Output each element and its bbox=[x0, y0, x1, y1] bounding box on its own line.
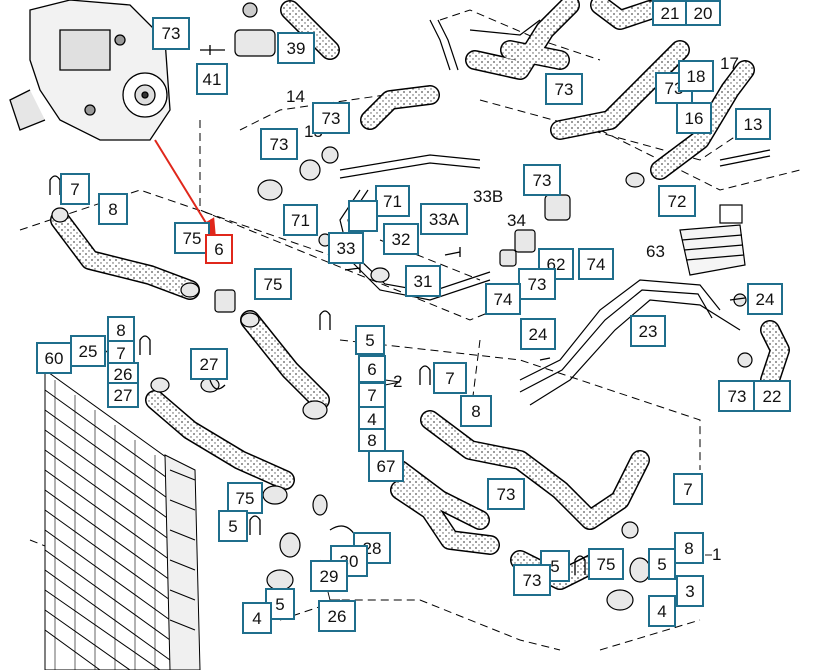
oil-cooler bbox=[679, 204, 746, 276]
radiator bbox=[44, 369, 201, 670]
callout-34: 34 bbox=[507, 211, 526, 230]
callout-75: 75 bbox=[174, 222, 210, 254]
callout-29: 29 bbox=[310, 560, 348, 592]
callout-16: 16 bbox=[676, 102, 712, 134]
callout-60: 60 bbox=[36, 342, 72, 374]
callout-73: 73 bbox=[518, 268, 556, 300]
callout-33a: 33A bbox=[420, 203, 468, 235]
callout-20: 20 bbox=[685, 0, 721, 26]
callout-73: 73 bbox=[312, 102, 350, 134]
callout-8: 8 bbox=[107, 316, 135, 344]
callout-17: 17 bbox=[720, 54, 739, 73]
small-fittings bbox=[51, 2, 753, 611]
callout-25: 25 bbox=[70, 335, 106, 367]
callout-73: 73 bbox=[487, 478, 525, 510]
callout-71: 71 bbox=[375, 185, 410, 217]
callout-1: 1 bbox=[712, 545, 722, 564]
callout-33b: 33B bbox=[473, 187, 504, 206]
callout-8: 8 bbox=[358, 428, 386, 452]
callout-39: 39 bbox=[277, 32, 315, 64]
callout-75: 75 bbox=[254, 268, 292, 300]
callout-5: 5 bbox=[355, 325, 385, 355]
callout-33: 33 bbox=[328, 232, 364, 264]
callout-73: 73 bbox=[513, 564, 551, 596]
callout-7: 7 bbox=[433, 362, 467, 394]
callout-22: 22 bbox=[753, 380, 791, 412]
callout-23: 23 bbox=[630, 315, 666, 347]
callout-74: 74 bbox=[485, 283, 521, 315]
callout-73: 73 bbox=[718, 380, 756, 412]
callout-41: 41 bbox=[196, 63, 228, 95]
callout-9 bbox=[348, 200, 378, 232]
callout-72: 72 bbox=[658, 185, 696, 217]
callout-4: 4 bbox=[242, 602, 272, 634]
callout-8: 8 bbox=[674, 532, 704, 564]
callout-75: 75 bbox=[588, 548, 624, 580]
callout-18: 18 bbox=[678, 60, 714, 92]
callout-67: 67 bbox=[368, 450, 404, 482]
callout-73: 73 bbox=[545, 73, 583, 105]
callout-8: 8 bbox=[98, 193, 128, 225]
callout-27: 27 bbox=[107, 382, 139, 408]
water-pump bbox=[9, 0, 171, 141]
highlight-arrow bbox=[154, 139, 217, 240]
callout-75: 75 bbox=[227, 482, 263, 514]
callout-27: 27 bbox=[190, 348, 228, 380]
callout-31: 31 bbox=[405, 265, 441, 297]
callout-7: 7 bbox=[673, 473, 703, 505]
callout-7: 7 bbox=[358, 382, 386, 408]
callout-73: 73 bbox=[523, 164, 561, 196]
callout-24: 24 bbox=[747, 283, 783, 315]
callout-63: 63 bbox=[646, 242, 665, 261]
callout-6-highlighted: 6 bbox=[205, 234, 233, 264]
callout-71: 71 bbox=[283, 204, 318, 236]
callout-73: 73 bbox=[260, 128, 298, 160]
callout-2: 2 bbox=[393, 372, 403, 391]
callout-14: 14 bbox=[286, 87, 305, 106]
callout-6: 6 bbox=[358, 355, 386, 383]
callout-7: 7 bbox=[60, 173, 90, 205]
callout-8: 8 bbox=[460, 395, 492, 427]
callout-32: 32 bbox=[383, 223, 419, 255]
callout-3: 3 bbox=[676, 575, 704, 607]
callout-5: 5 bbox=[218, 510, 248, 542]
callout-26: 26 bbox=[318, 600, 356, 632]
clips-and-bolts bbox=[49, 45, 771, 575]
callout-13: 13 bbox=[735, 108, 771, 140]
callout-21: 21 bbox=[652, 0, 688, 26]
callout-73: 73 bbox=[152, 17, 190, 50]
callout-24: 24 bbox=[520, 318, 556, 350]
callout-74: 74 bbox=[578, 248, 614, 280]
callout-5: 5 bbox=[648, 548, 676, 580]
callout-4: 4 bbox=[648, 595, 676, 627]
